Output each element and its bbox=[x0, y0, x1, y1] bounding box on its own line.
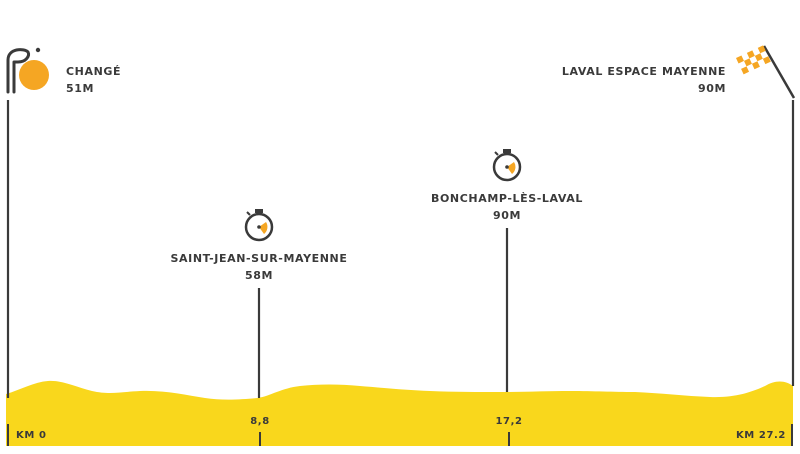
elevation-terrain bbox=[6, 380, 793, 446]
start-name: CHANGÉ bbox=[66, 65, 122, 78]
checkpoint-name: SAINT-JEAN-SUR-MAYENNE bbox=[170, 252, 348, 265]
checkpoint-name: BONCHAMP-LÈS-LAVAL bbox=[431, 192, 583, 205]
start-cyclist-icon bbox=[6, 47, 49, 94]
checkpoint-altitude: 58M bbox=[244, 269, 274, 282]
stopwatch-icon bbox=[492, 149, 522, 182]
km-start-label: KM 0 bbox=[16, 430, 47, 441]
finish-altitude: 90M bbox=[697, 82, 726, 95]
finish-name: LAVAL ESPACE MAYENNE bbox=[561, 65, 726, 78]
stopwatch-icon bbox=[244, 209, 274, 242]
km-checkpoint-label: 8,8 bbox=[250, 416, 270, 427]
checkered-flag-icon bbox=[736, 45, 796, 99]
km-finish-label: KM 27.2 bbox=[735, 430, 786, 441]
checkpoint-altitude: 90M bbox=[492, 209, 522, 222]
start-altitude: 51M bbox=[66, 82, 95, 95]
km-checkpoint-label: 17,2 bbox=[495, 416, 523, 427]
